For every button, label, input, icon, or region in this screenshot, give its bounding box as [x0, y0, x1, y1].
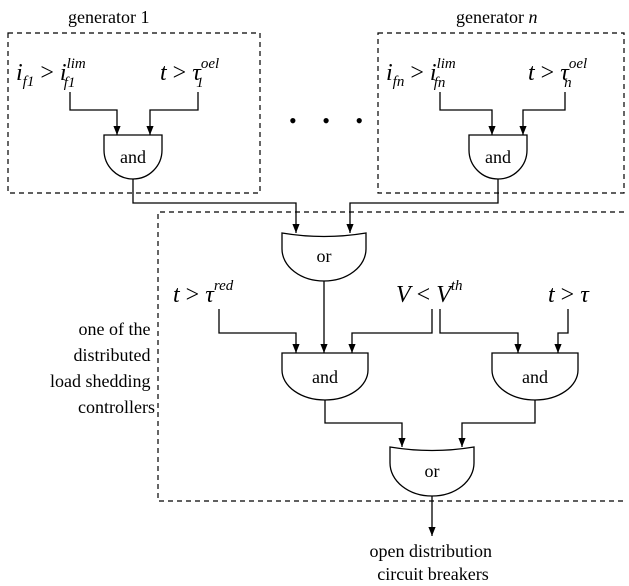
wire-g1-field-to-and — [69, 92, 121, 135]
wire-g1-time-to-and — [146, 92, 199, 135]
wire-t-tau-to-right-and — [554, 309, 569, 353]
wire-gn-time-to-and — [519, 92, 566, 135]
wire-voltage-to-right-and — [439, 309, 522, 353]
wire-voltage-to-left-and — [348, 309, 433, 353]
overexcitation-or-gate — [281, 232, 367, 282]
generator-n-and-gate — [468, 134, 528, 180]
generator-1-and-gate-label: and — [120, 147, 146, 167]
generator-1-box — [7, 32, 261, 194]
generator-1-label: generator 1 — [68, 7, 149, 27]
output-label: open distribution circuit breakers — [370, 541, 497, 584]
reduced-time-condition: t > τred — [173, 278, 234, 308]
generator-n-and-gate-label: and — [485, 147, 511, 167]
wire-gn-and-to-or — [346, 179, 499, 233]
generator-1-and-gate — [103, 134, 163, 180]
generator-n-label: generator n — [456, 7, 537, 27]
left-and-gate — [281, 352, 369, 401]
more-generators-ellipsis: • • • — [289, 108, 373, 133]
voltage-threshold-condition: V < Vth — [396, 278, 463, 308]
generator-n-box — [377, 32, 625, 194]
left-and-gate-label: and — [312, 367, 338, 387]
output-or-gate-label: or — [425, 461, 440, 481]
wire-g1-and-to-or — [132, 179, 300, 233]
overexcitation-or-gate-label: or — [317, 246, 332, 266]
wire-gn-field-to-and — [439, 92, 496, 135]
wire-right-and-to-or — [458, 400, 536, 447]
controller-label: one of the distributed load shedding con… — [50, 319, 155, 417]
output-or-gate — [389, 446, 475, 497]
right-and-gate-label: and — [522, 367, 548, 387]
right-and-gate — [491, 352, 579, 401]
wire-t-red-to-left-and — [218, 309, 300, 353]
delay-time-condition: t > τ — [548, 282, 590, 308]
wire-left-and-to-or — [324, 400, 406, 447]
